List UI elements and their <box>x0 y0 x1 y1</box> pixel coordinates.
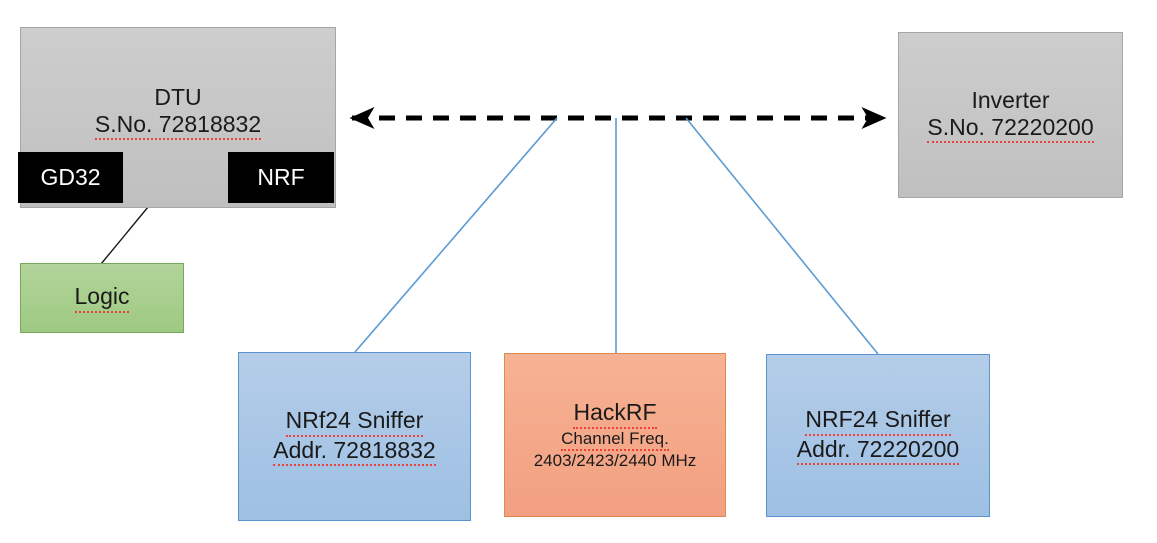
nrf-block[interactable]: NRF <box>228 152 334 203</box>
dtu-serial: S.No. 72818832 <box>94 111 262 141</box>
hackrf-block[interactable]: HackRF Channel Freq. 2403/2423/2440 MHz <box>504 353 726 517</box>
logic-label: Logic <box>74 283 130 313</box>
inverter-block[interactable]: Inverter S.No. 72220200 <box>898 32 1123 198</box>
gd32-label: GD32 <box>40 163 101 190</box>
inverter-serial: S.No. 72220200 <box>927 114 1094 144</box>
sniffer-right-label: NRF24 Sniffer <box>805 406 951 436</box>
hackrf-subtitle: Channel Freq. <box>561 429 669 451</box>
sniffer-right-block[interactable]: NRF24 Sniffer Addr. 72220200 <box>766 354 990 517</box>
hackrf-label: HackRF <box>573 399 657 429</box>
dtu-label: DTU <box>154 84 202 110</box>
hackrf-frequencies: 2403/2423/2440 MHz <box>533 450 697 470</box>
sniffer-left-block[interactable]: NRf24 Sniffer Addr. 72818832 <box>238 352 471 521</box>
sniffer-right-address: Addr. 72220200 <box>796 436 960 465</box>
inverter-label: Inverter <box>971 86 1050 113</box>
nrf-label: NRF <box>257 163 305 190</box>
sniffer-left-tap <box>354 117 558 353</box>
sniffer-right-tap <box>685 117 879 355</box>
sniffer-left-label: NRf24 Sniffer <box>285 407 424 437</box>
gd32-block[interactable]: GD32 <box>18 152 123 203</box>
logic-block[interactable]: Logic <box>20 263 184 333</box>
sniffer-left-address: Addr. 72818832 <box>273 437 436 466</box>
